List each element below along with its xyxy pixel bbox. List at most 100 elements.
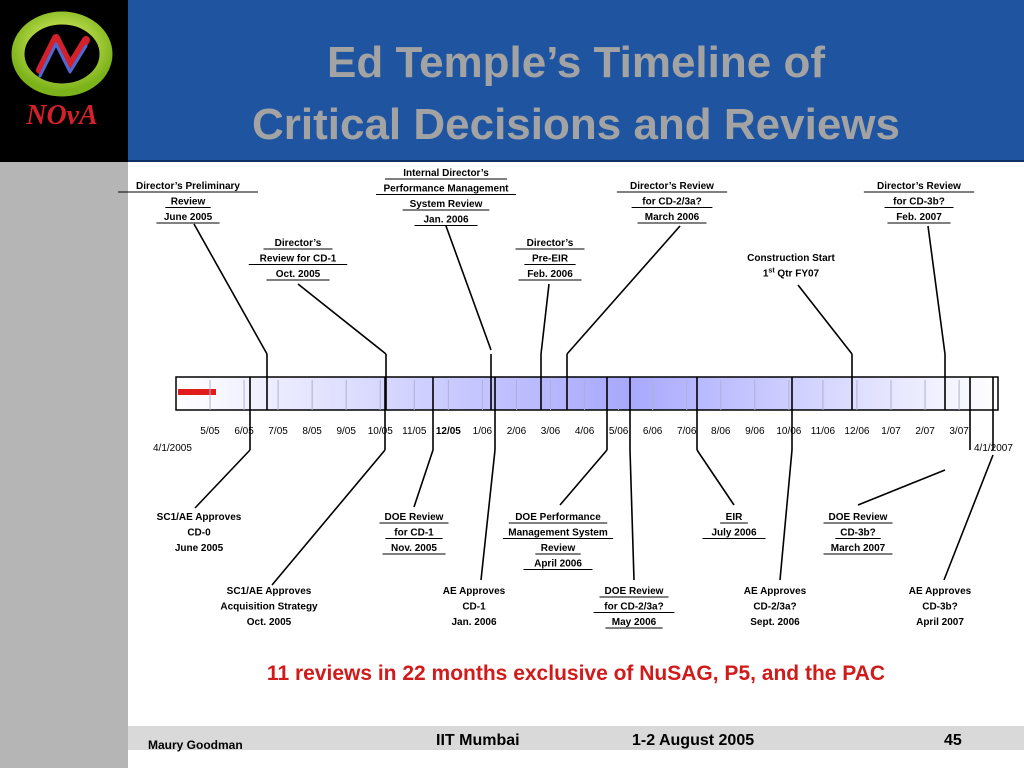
month-tick-label: 9/06 <box>745 426 765 437</box>
event-label-line: Jan. 2006 <box>451 617 496 628</box>
month-tick-label: 2/07 <box>915 426 935 437</box>
month-tick-label: 9/05 <box>336 426 356 437</box>
month-tick-label: 3/06 <box>541 426 561 437</box>
logo-wave <box>36 34 90 74</box>
event-label-line: AE Approves <box>909 586 972 597</box>
month-tick-label: 1/06 <box>473 426 493 437</box>
event-label-line: SC1/AE Approves <box>157 512 242 523</box>
event-label-line: Sept. 2006 <box>750 617 800 628</box>
event-connector <box>271 449 386 586</box>
event-label-line: 1st Qtr FY07 <box>763 268 820 280</box>
event-label-line: for CD-1 <box>394 528 434 539</box>
event-label-line: Performance Management <box>383 184 509 195</box>
timeline-bar <box>175 376 999 411</box>
event-label-line: Review <box>171 197 206 208</box>
sidebar-stripe <box>0 162 128 768</box>
month-tick-label: 12/05 <box>436 426 461 437</box>
event-label-line: June 2005 <box>175 543 224 554</box>
event-label-line: SC1/AE Approves <box>227 586 312 597</box>
event-connector <box>559 449 608 506</box>
event-connector <box>445 225 492 351</box>
event-connector <box>696 449 735 506</box>
event-label-line: AE Approves <box>744 586 807 597</box>
event-label-line: Director’s Review <box>877 181 961 192</box>
event-label-line: Feb. 2007 <box>896 212 942 223</box>
event-connector <box>297 283 387 355</box>
month-tick-label: 10/05 <box>368 426 393 437</box>
event-label-line: Director’s <box>275 238 322 249</box>
event-label-line: Review for CD-1 <box>260 254 337 265</box>
event-label-line: Construction Start <box>747 253 835 264</box>
event-label-line: Nov. 2005 <box>391 543 437 554</box>
event-connector <box>857 469 946 506</box>
footer-venue: IIT Mumbai <box>436 732 520 749</box>
month-tick-label: 11/06 <box>811 426 836 437</box>
event-label-line: March 2006 <box>645 212 700 223</box>
event-label-line: DOE Review <box>605 586 664 597</box>
month-tick-label: 7/05 <box>268 426 288 437</box>
event-label-line: for CD-3b? <box>893 197 945 208</box>
event-label-line: May 2006 <box>612 617 657 628</box>
month-tick-label: 4/06 <box>575 426 595 437</box>
event-connector <box>413 449 434 508</box>
event-label-line: Director’s Review <box>630 181 714 192</box>
month-tick-label: 5/05 <box>200 426 220 437</box>
event-label-line: Oct. 2005 <box>247 617 292 628</box>
month-tick-label: 5/06 <box>609 426 629 437</box>
month-tick-label: 7/06 <box>677 426 697 437</box>
event-connector <box>566 225 681 355</box>
event-label-line: April 2006 <box>534 559 582 570</box>
event-label-line: July 2006 <box>711 528 756 539</box>
logo-panel: NOvA <box>0 0 128 162</box>
event-label-line: CD-0 <box>187 528 211 539</box>
month-tick-label: 6/06 <box>643 426 663 437</box>
event-label-line: June 2005 <box>164 212 213 223</box>
footer-bar <box>128 726 1024 750</box>
event-label-line: Review <box>541 543 576 554</box>
event-label-line: for CD-2/3a? <box>604 602 663 613</box>
event-connector <box>927 225 946 355</box>
timeline-start-date: 4/1/2005 <box>153 443 192 454</box>
event-label-line: March 2007 <box>831 543 886 554</box>
event-label-line: Oct. 2005 <box>276 269 321 280</box>
month-tick-label: 3/07 <box>949 426 969 437</box>
event-label-line: Pre-EIR <box>532 254 569 265</box>
event-connector <box>540 283 550 355</box>
month-tick-label: 6/05 <box>234 426 254 437</box>
event-label-line: April 2007 <box>916 617 964 628</box>
event-label-line: CD-3b? <box>840 528 876 539</box>
slide-title-line-1: Ed Temple’s Timeline of <box>327 38 825 87</box>
footer-date: 1-2 August 2005 <box>632 732 755 749</box>
month-tick-label: 8/06 <box>711 426 731 437</box>
event-label-line: DOE Review <box>385 512 444 523</box>
month-tick-label: 1/07 <box>881 426 901 437</box>
event-connector <box>194 449 251 509</box>
event-label-line: for CD-2/3a? <box>642 197 701 208</box>
event-label-line: CD-3b? <box>922 602 958 613</box>
event-connector <box>797 284 853 355</box>
event-label-line: Director’s <box>527 238 574 249</box>
month-tick-label: 8/05 <box>302 426 322 437</box>
event-label-line: Management System <box>508 528 608 539</box>
event-label-line: DOE Review <box>829 512 888 523</box>
event-label-line: Internal Director’s <box>403 168 489 179</box>
event-label-line: EIR <box>726 512 743 523</box>
nova-logo: NOvA <box>11 11 113 131</box>
logo-wordmark: NOvA <box>25 100 98 131</box>
event-label-line: System Review <box>410 199 483 210</box>
month-tick-label: 12/06 <box>844 426 869 437</box>
logo-ring <box>11 11 113 97</box>
event-connector <box>480 449 496 581</box>
event-label-line: AE Approves <box>443 586 506 597</box>
footer-presenter: Maury Goodman <box>148 738 243 752</box>
event-label-line: Director’s Preliminary <box>136 181 240 192</box>
title-bar: Ed Temple’s Timeline of Critical Decisio… <box>128 0 1024 162</box>
event-connector <box>193 223 268 355</box>
month-tick-label: 10/06 <box>776 426 801 437</box>
event-label-line: Feb. 2006 <box>527 269 573 280</box>
event-label-line: CD-1 <box>462 602 486 613</box>
month-tick-label: 2/06 <box>507 426 527 437</box>
event-label-line: CD-2/3a? <box>753 602 796 613</box>
event-connector <box>779 449 793 581</box>
